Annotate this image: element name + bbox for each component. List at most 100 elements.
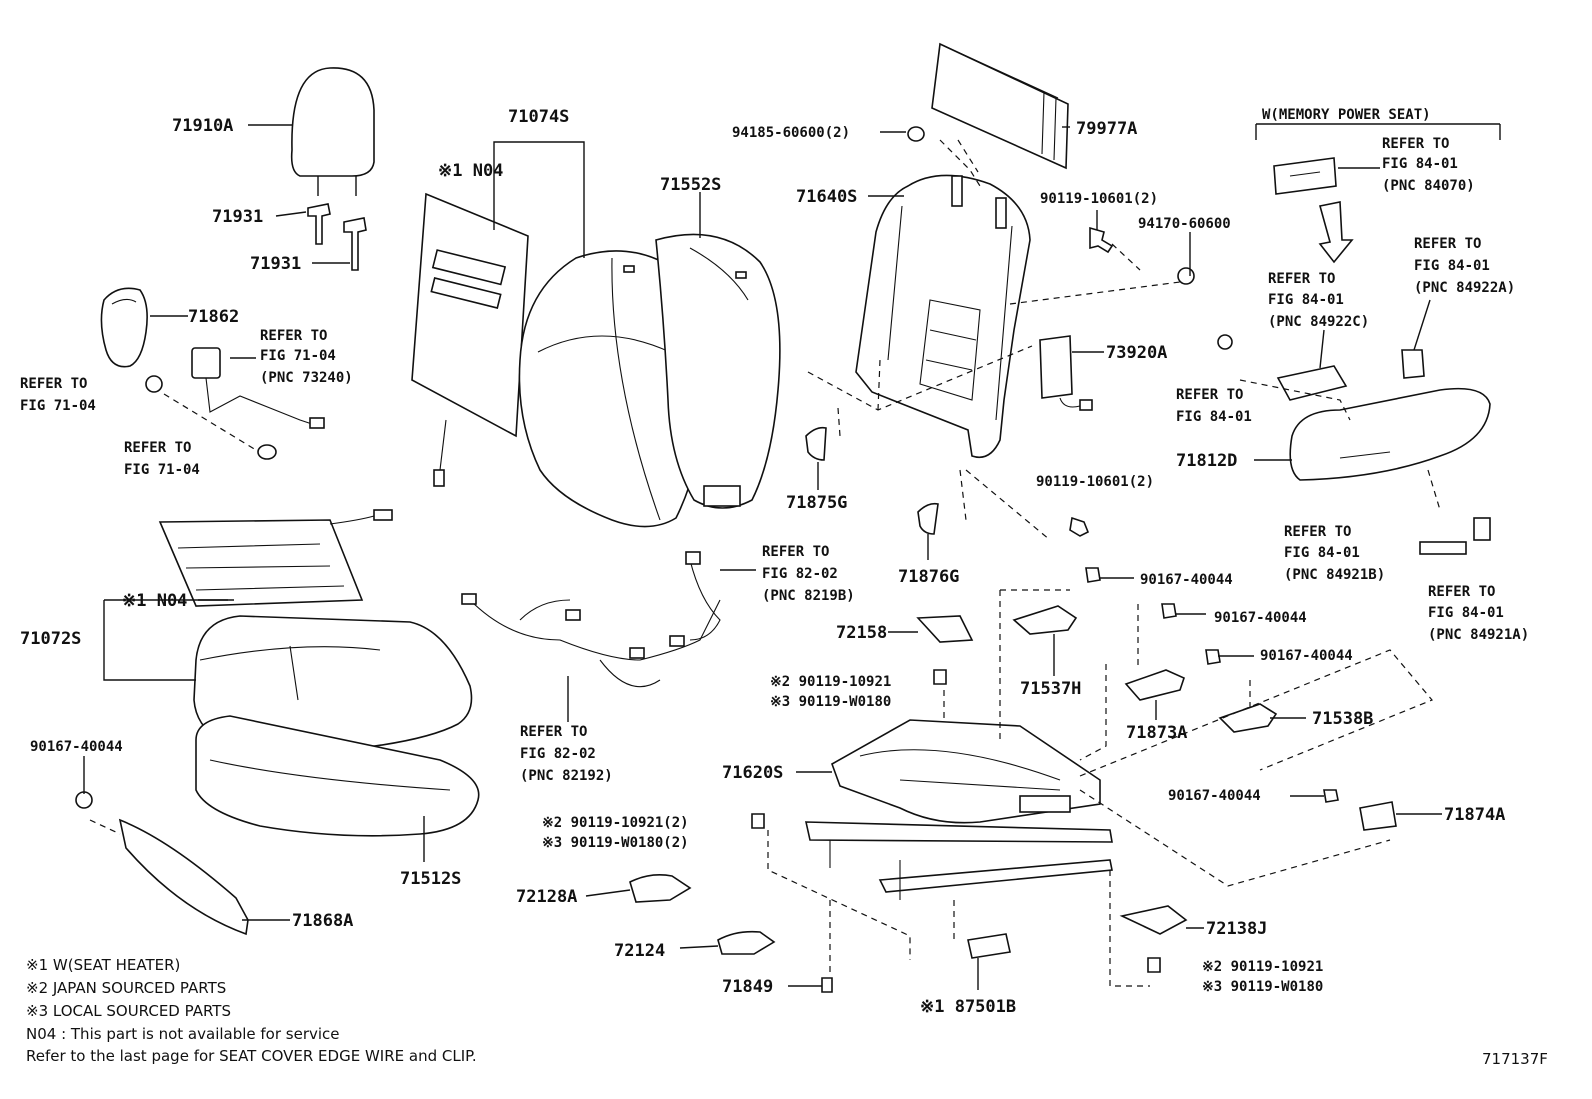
label-71931-lower: 71931 bbox=[250, 254, 301, 274]
cover-72138J-drawing bbox=[1119, 905, 1188, 935]
label-90167-b: 90167-40044 bbox=[1214, 610, 1307, 626]
leader-lines bbox=[83, 123, 1501, 990]
note-japan-sourced: ※2 JAPAN SOURCED PARTS bbox=[26, 979, 226, 997]
svg-text:(PNC 84921B): (PNC 84921B) bbox=[1284, 567, 1385, 583]
bracket-71873A-drawing bbox=[1124, 669, 1185, 701]
ref-fig-71-04-left: REFER TO FIG 71-04 bbox=[20, 376, 96, 414]
bracket-71874A-drawing bbox=[1359, 801, 1397, 831]
assembly-dashed-lines bbox=[89, 139, 1441, 987]
cover-71875G-drawing bbox=[805, 426, 827, 461]
label-71931-upper: 71931 bbox=[212, 207, 263, 227]
cover-72158-drawing bbox=[916, 615, 974, 643]
cover-72124-drawing bbox=[717, 930, 776, 955]
bolt-90167-a-drawing bbox=[1085, 567, 1101, 583]
seatbelt-buckle-drawing bbox=[145, 347, 325, 460]
cushion-pad-drawing bbox=[195, 715, 480, 837]
label-90167-left: 90167-40044 bbox=[30, 739, 123, 755]
svg-text:(PNC 84922C): (PNC 84922C) bbox=[1268, 314, 1369, 330]
clip-94185-drawing bbox=[907, 126, 925, 142]
seatback-frame-drawing bbox=[855, 174, 1031, 459]
label-71849: 71849 bbox=[722, 977, 773, 997]
back-board-drawing bbox=[931, 42, 1069, 170]
svg-text:(PNC 84070): (PNC 84070) bbox=[1382, 178, 1475, 194]
label-71074S: 71074S bbox=[508, 107, 569, 127]
label-90119-10921-c: ※2 90119-10921 bbox=[1202, 959, 1323, 975]
label-90119-10921-a: ※2 90119-10921 bbox=[770, 674, 891, 690]
label-n04-back: ※1 N04 bbox=[438, 161, 503, 181]
svg-text:REFER TO: REFER TO bbox=[1382, 136, 1449, 152]
side-cover-drawing bbox=[100, 287, 148, 368]
svg-text:(PNC 84922A): (PNC 84922A) bbox=[1414, 280, 1515, 296]
label-90119-10921-b: ※2 90119-10921(2) bbox=[542, 815, 689, 831]
svg-text:REFER TO: REFER TO bbox=[762, 544, 829, 560]
svg-text:FIG 71-04: FIG 71-04 bbox=[124, 462, 200, 478]
svg-text:REFER TO: REFER TO bbox=[260, 328, 327, 344]
svg-text:FIG 84-01: FIG 84-01 bbox=[1414, 258, 1490, 274]
label-71875G: 71875G bbox=[786, 493, 847, 513]
label-71552S: 71552S bbox=[660, 175, 721, 195]
label-79977A: 79977A bbox=[1076, 119, 1137, 139]
svg-text:REFER TO: REFER TO bbox=[520, 724, 587, 740]
label-90167-c: 90167-40044 bbox=[1260, 648, 1353, 664]
bolt-90167-c-drawing bbox=[1205, 649, 1221, 665]
seatback-pad-drawing bbox=[655, 233, 781, 509]
label-90167-right: 90167-40044 bbox=[1168, 788, 1261, 804]
bolt-90119-10921-a-drawing bbox=[933, 669, 947, 685]
label-71812D: 71812D bbox=[1176, 451, 1237, 471]
cushion-frame-drawing bbox=[804, 719, 1113, 900]
seatback-heater-mat-drawing bbox=[411, 192, 529, 487]
switch-84922A-drawing bbox=[1401, 349, 1425, 379]
label-memory-power-seat: W(MEMORY POWER SEAT) bbox=[1262, 107, 1431, 123]
svg-text:REFER TO: REFER TO bbox=[1414, 236, 1481, 252]
label-90119-W0180-c: ※3 90119-W0180 bbox=[1202, 979, 1323, 995]
bracket-71537H-drawing bbox=[1012, 605, 1078, 635]
bolt-90167-right-drawing bbox=[1323, 789, 1339, 803]
label-90119-W0180-b: ※3 90119-W0180(2) bbox=[542, 835, 689, 851]
bracket-71538B-drawing bbox=[1218, 703, 1278, 733]
label-90167-a: 90167-40044 bbox=[1140, 572, 1233, 588]
clip-94170-drawing bbox=[1177, 267, 1195, 285]
label-71072S: 71072S bbox=[20, 629, 81, 649]
label-73920A: 73920A bbox=[1106, 343, 1167, 363]
bolt-90119-10921-b-drawing bbox=[751, 813, 765, 829]
label-71537H: 71537H bbox=[1020, 679, 1081, 699]
svg-text:FIG 84-01: FIG 84-01 bbox=[1268, 292, 1344, 308]
bolt-90119-mid-drawing bbox=[1069, 516, 1090, 537]
label-71538B: 71538B bbox=[1312, 709, 1373, 729]
label-90119-10601-top: 90119-10601(2) bbox=[1040, 191, 1158, 207]
note-seat-heater: ※1 W(SEAT HEATER) bbox=[26, 956, 180, 974]
footnotes: ※1 W(SEAT HEATER) ※2 JAPAN SOURCED PARTS… bbox=[26, 956, 477, 1065]
svg-text:FIG 84-01: FIG 84-01 bbox=[1382, 156, 1458, 172]
label-94170: 94170-60600 bbox=[1138, 216, 1231, 232]
svg-text:REFER TO: REFER TO bbox=[1268, 271, 1335, 287]
note-edge-wire: Refer to the last page for SEAT COVER ED… bbox=[26, 1047, 477, 1065]
svg-text:FIG 84-01: FIG 84-01 bbox=[1176, 409, 1252, 425]
side-shield-drawing bbox=[1289, 387, 1491, 555]
cover-71876G-drawing bbox=[917, 502, 939, 535]
svg-text:FIG 84-01: FIG 84-01 bbox=[1284, 545, 1360, 561]
note-local-sourced: ※3 LOCAL SOURCED PARTS bbox=[26, 1002, 231, 1020]
label-90119-W0180-a: ※3 90119-W0180 bbox=[770, 694, 891, 710]
label-90119-10601-mid: 90119-10601(2) bbox=[1036, 474, 1154, 490]
module-73920A-drawing bbox=[1039, 335, 1093, 411]
label-72124: 72124 bbox=[614, 941, 665, 961]
label-71862: 71862 bbox=[188, 307, 239, 327]
label-71512S: 71512S bbox=[400, 869, 461, 889]
svg-text:(PNC 82192): (PNC 82192) bbox=[520, 768, 613, 784]
ref-fig-71-04-lower: REFER TO FIG 71-04 bbox=[124, 440, 200, 478]
label-71874A: 71874A bbox=[1444, 805, 1505, 825]
label-71873A: 71873A bbox=[1126, 723, 1187, 743]
figure-id: 717137F bbox=[1482, 1050, 1548, 1068]
ref-fig-84-01-plain: REFER TO FIG 84-01 bbox=[1176, 387, 1252, 425]
ref-fig-84-01-84921A: REFER TO FIG 84-01 (PNC 84921A) bbox=[1428, 584, 1529, 643]
svg-text:REFER TO: REFER TO bbox=[20, 376, 87, 392]
label-71868A: 71868A bbox=[292, 911, 353, 931]
bolt-90119-10921-c-drawing bbox=[1147, 957, 1161, 973]
label-72158: 72158 bbox=[836, 623, 887, 643]
svg-text:(PNC 73240): (PNC 73240) bbox=[260, 370, 353, 386]
svg-text:REFER TO: REFER TO bbox=[1428, 584, 1495, 600]
cover-72128A-drawing bbox=[629, 874, 692, 903]
svg-text:FIG 82-02: FIG 82-02 bbox=[520, 746, 596, 762]
bolt-90167-b-drawing bbox=[1161, 603, 1177, 619]
